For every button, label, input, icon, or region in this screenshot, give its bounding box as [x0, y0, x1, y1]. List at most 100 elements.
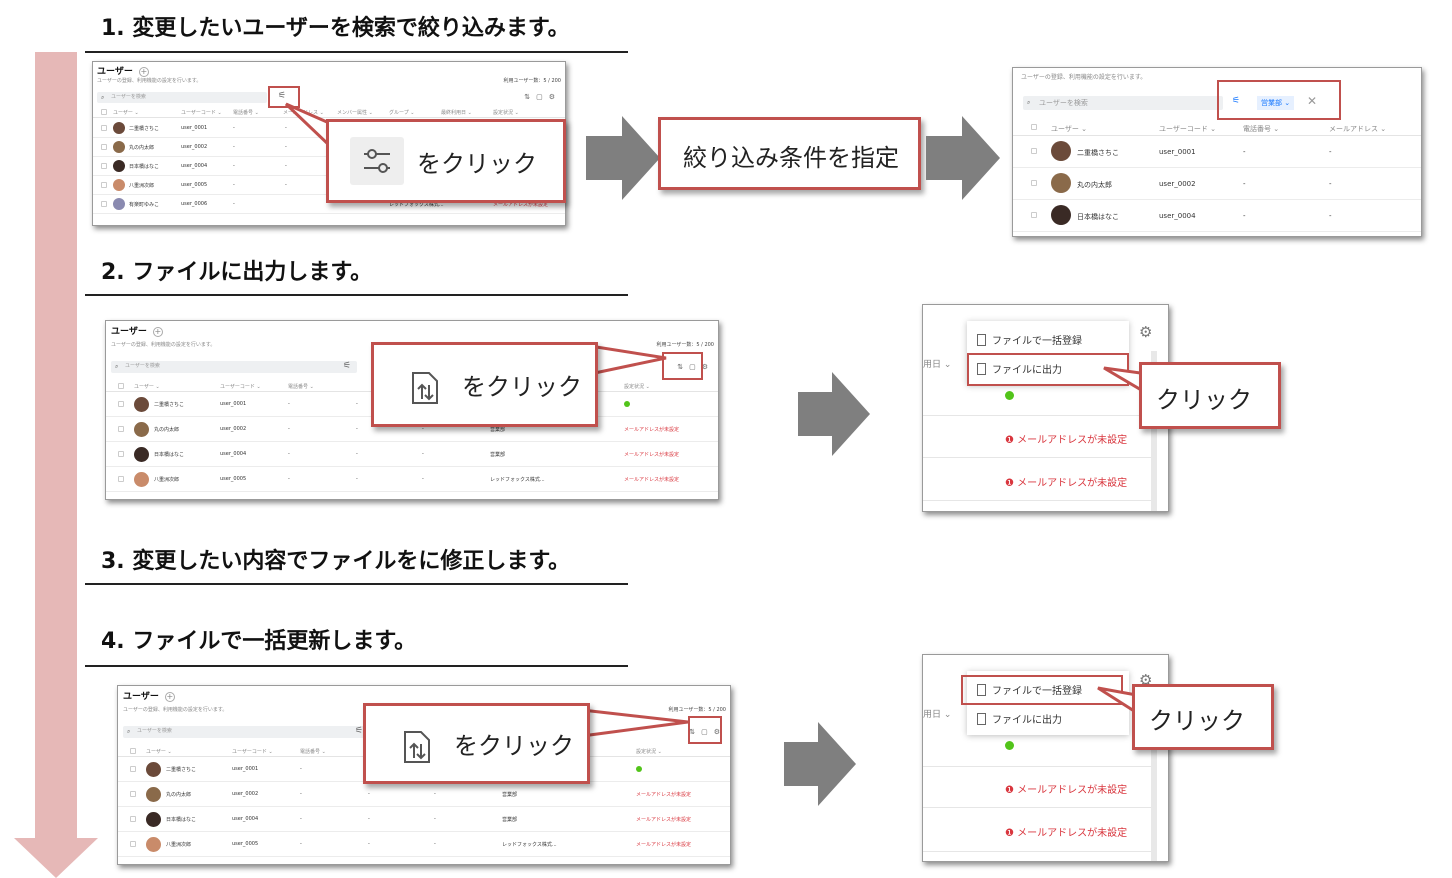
status-ok-dot — [636, 766, 642, 772]
callout-label: クリック — [1149, 707, 1245, 735]
page-title: ユーザー+ — [123, 692, 175, 702]
file-export-icon — [977, 713, 986, 725]
search-input[interactable]: ⌕ユーザーを検索 — [111, 361, 357, 373]
search-icon: ⌕ — [115, 363, 119, 370]
avatar — [1051, 141, 1071, 161]
page-title: ユーザー+ — [111, 327, 163, 337]
avatar — [146, 812, 161, 827]
export-button-highlight — [662, 352, 703, 380]
step4-import-click-callout: クリック — [1132, 684, 1274, 750]
avatar — [134, 447, 149, 462]
flow-right-arrow — [586, 116, 660, 200]
filter-area-highlight — [1217, 80, 1341, 120]
table-row[interactable]: 八重洲次郎 user_0005 - - - レッドフォックス株式... メールア… — [118, 832, 730, 857]
filter-button[interactable]: ⚟ — [1231, 96, 1241, 106]
menu-item-bulk-register[interactable]: ファイルで一括登録 — [977, 332, 1082, 347]
avatar — [146, 837, 161, 852]
avatar — [113, 179, 125, 191]
add-user-icon[interactable]: + — [164, 692, 175, 702]
menu-item-export-file[interactable]: ファイルに出力 — [977, 711, 1062, 726]
flow-right-arrow — [798, 372, 870, 456]
avatar — [134, 472, 149, 487]
callout-label: をクリック — [462, 373, 582, 401]
status-ok-dot — [1005, 391, 1014, 400]
avatar — [113, 198, 125, 210]
table-row[interactable]: 八重洲次郎 user_0005 - - - レッドフォックス株式... メールア… — [106, 467, 718, 492]
avatar — [134, 422, 149, 437]
dept-filter-chip[interactable]: 営業部 ⌄ — [1257, 96, 1295, 110]
gear-icon[interactable]: ⚙ — [1139, 323, 1153, 341]
filter-button-highlight — [268, 86, 300, 108]
last-used-column-header: 用日 ⌄ — [923, 360, 952, 370]
toolbar-icons[interactable]: ⇅▢⚙ — [524, 93, 561, 101]
last-used-column-header: 用日 ⌄ — [923, 710, 952, 720]
callout-label: 絞り込み条件を指定 — [683, 144, 899, 172]
table-row[interactable]: 二重橋さちこ user_0001 - - — [1013, 136, 1421, 168]
filter-button[interactable]: ⚟ — [342, 361, 352, 371]
page-subtitle: ユーザーの登録、利用機能の設定を行います。 — [123, 707, 228, 713]
export-button-highlight — [688, 716, 722, 744]
callout-pointer — [588, 344, 667, 376]
table-row[interactable]: 日本橋はなこ user_0004 - - - 営業部 メールアドレスが未設定 — [106, 442, 718, 467]
step4-click-callout: をクリック — [363, 703, 590, 784]
file-import-icon — [977, 334, 986, 346]
avatar — [146, 762, 161, 777]
add-user-icon[interactable]: + — [152, 327, 163, 337]
avatar — [1051, 205, 1071, 225]
file-import-icon — [977, 684, 986, 696]
avatar — [113, 122, 125, 134]
filter-button[interactable]: ⚟ — [277, 91, 287, 101]
search-input[interactable]: ⌕ユーザーを検索 — [1023, 96, 1223, 110]
filtered-result-screenshot: ユーザーの登録、利用機能の設定を行います。 ⌕ユーザーを検索 ⚟ 営業部 ⌄ ✕… — [1012, 67, 1422, 237]
status-error: ❶ メールアドレスが未設定 — [1005, 478, 1128, 489]
divider — [923, 415, 1156, 416]
table-row[interactable]: 丸の内太郎 user_0002 - - - 営業部 メールアドレスが未設定 — [118, 782, 730, 807]
menu-item-export-file[interactable]: ファイルに出力 — [977, 361, 1062, 376]
callout-pointer — [580, 708, 689, 738]
page-title: ユーザー+ — [97, 67, 149, 77]
table-row[interactable]: 日本橋はなこ user_0004 - - — [1013, 200, 1421, 232]
step-4-rule — [85, 665, 628, 667]
step2-export-click-callout: クリック — [1139, 362, 1281, 429]
step-4-title: 4. ファイルで一括更新します。 — [101, 629, 417, 654]
page-subtitle: ユーザーの登録、利用機能の設定を行います。 — [111, 342, 216, 348]
export-menu-highlight — [967, 353, 1129, 386]
divider — [923, 457, 1156, 458]
flow-right-arrow — [926, 116, 1000, 200]
table-row[interactable]: 丸の内太郎 user_0002 - - - 営業部 メールアドレスが未設定 — [106, 417, 718, 442]
search-icon: ⌕ — [101, 94, 105, 101]
divider — [923, 766, 1156, 767]
step2-click-callout: をクリック — [371, 342, 598, 427]
callout-label: をクリック — [417, 150, 537, 178]
avatar — [146, 787, 161, 802]
filter-sliders-icon — [350, 137, 404, 185]
avatar — [1051, 173, 1071, 193]
add-user-icon[interactable]: + — [138, 67, 149, 77]
status-error: ❶ メールアドレスが未設定 — [1005, 785, 1128, 796]
avatar — [113, 141, 125, 153]
scrollbar[interactable] — [1151, 351, 1157, 511]
search-icon: ⌕ — [127, 728, 131, 735]
toolbar-icons[interactable]: ⇅▢⚙ — [689, 728, 726, 736]
avatar — [113, 160, 125, 172]
table-header: ユーザー ⌄ ユーザーコード ⌄ 電話番号 ⌄ メールアドレス ⌄ — [1013, 120, 1421, 136]
step-1-title: 1. 変更したいユーザーを検索で絞り込みます。 — [101, 16, 570, 41]
status-ok-dot — [624, 401, 630, 407]
toolbar-icons[interactable]: ⇅▢⚙ — [677, 363, 714, 371]
table-row[interactable]: 丸の内太郎 user_0002 - - — [1013, 168, 1421, 200]
filter-button[interactable]: ⚟ — [354, 726, 364, 736]
table-row[interactable]: 有楽町ゆみこ user_0006 - レッドフォックス株式... メールアドレス… — [93, 195, 565, 214]
status-ok-dot — [1005, 741, 1014, 750]
divider — [923, 851, 1156, 852]
table-row[interactable]: 日本橋はなこ user_0004 - - - 営業部 メールアドレスが未設定 — [118, 807, 730, 832]
search-input[interactable]: ⌕ユーザーを検索 — [97, 92, 267, 103]
scrollbar[interactable] — [1151, 701, 1157, 861]
file-export-icon — [412, 372, 438, 404]
search-input[interactable]: ⌕ユーザーを検索 — [123, 726, 369, 738]
status-error: ❶ メールアドレスが未設定 — [1005, 828, 1128, 839]
close-icon[interactable]: ✕ — [1307, 94, 1318, 108]
menu-item-bulk-register[interactable]: ファイルで一括登録 — [977, 682, 1082, 697]
user-count: 利用ユーザー数：5 / 200 — [503, 78, 562, 84]
flow-down-arrow — [14, 52, 98, 878]
step-2-title: 2. ファイルに出力します。 — [101, 260, 373, 285]
